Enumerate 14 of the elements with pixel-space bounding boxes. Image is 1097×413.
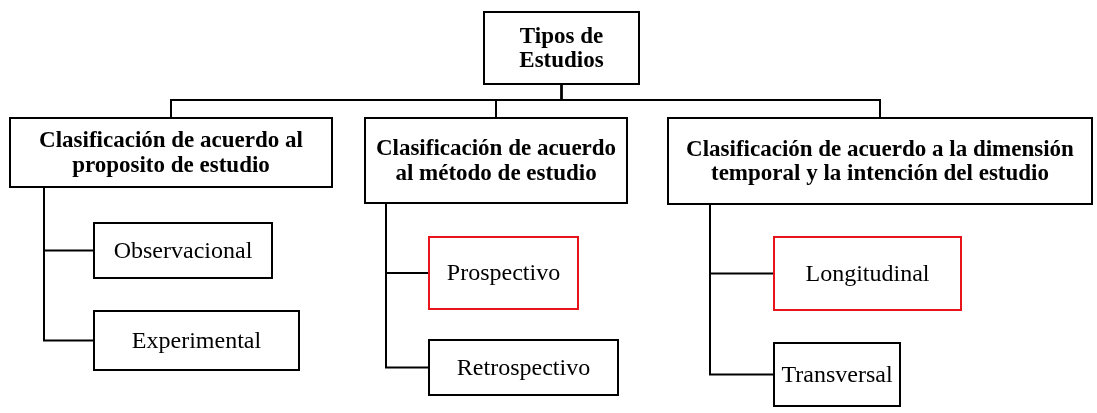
- connector-line: [709, 204, 774, 376]
- type-box: Transversal: [773, 342, 901, 407]
- type-box: Prospectivo: [428, 236, 579, 310]
- type-box: Retrospectivo: [428, 339, 619, 396]
- connector-line: [560, 84, 881, 118]
- category-box: Clasificación de acuerdo a la dimensión temporal y la intención del estudio: [667, 117, 1093, 205]
- connector-line: [385, 203, 429, 369]
- type-box: Experimental: [93, 310, 300, 371]
- connector-line: [43, 187, 94, 342]
- category-box: Clasificación de acuerdo al método de estudio: [364, 117, 628, 204]
- type-box: Observacional: [93, 222, 273, 279]
- category-box: Tipos de Estudios: [483, 11, 640, 85]
- category-box: Clasificación de acuerdo al proposito de estudio: [9, 117, 333, 188]
- type-box: Longitudinal: [773, 236, 962, 311]
